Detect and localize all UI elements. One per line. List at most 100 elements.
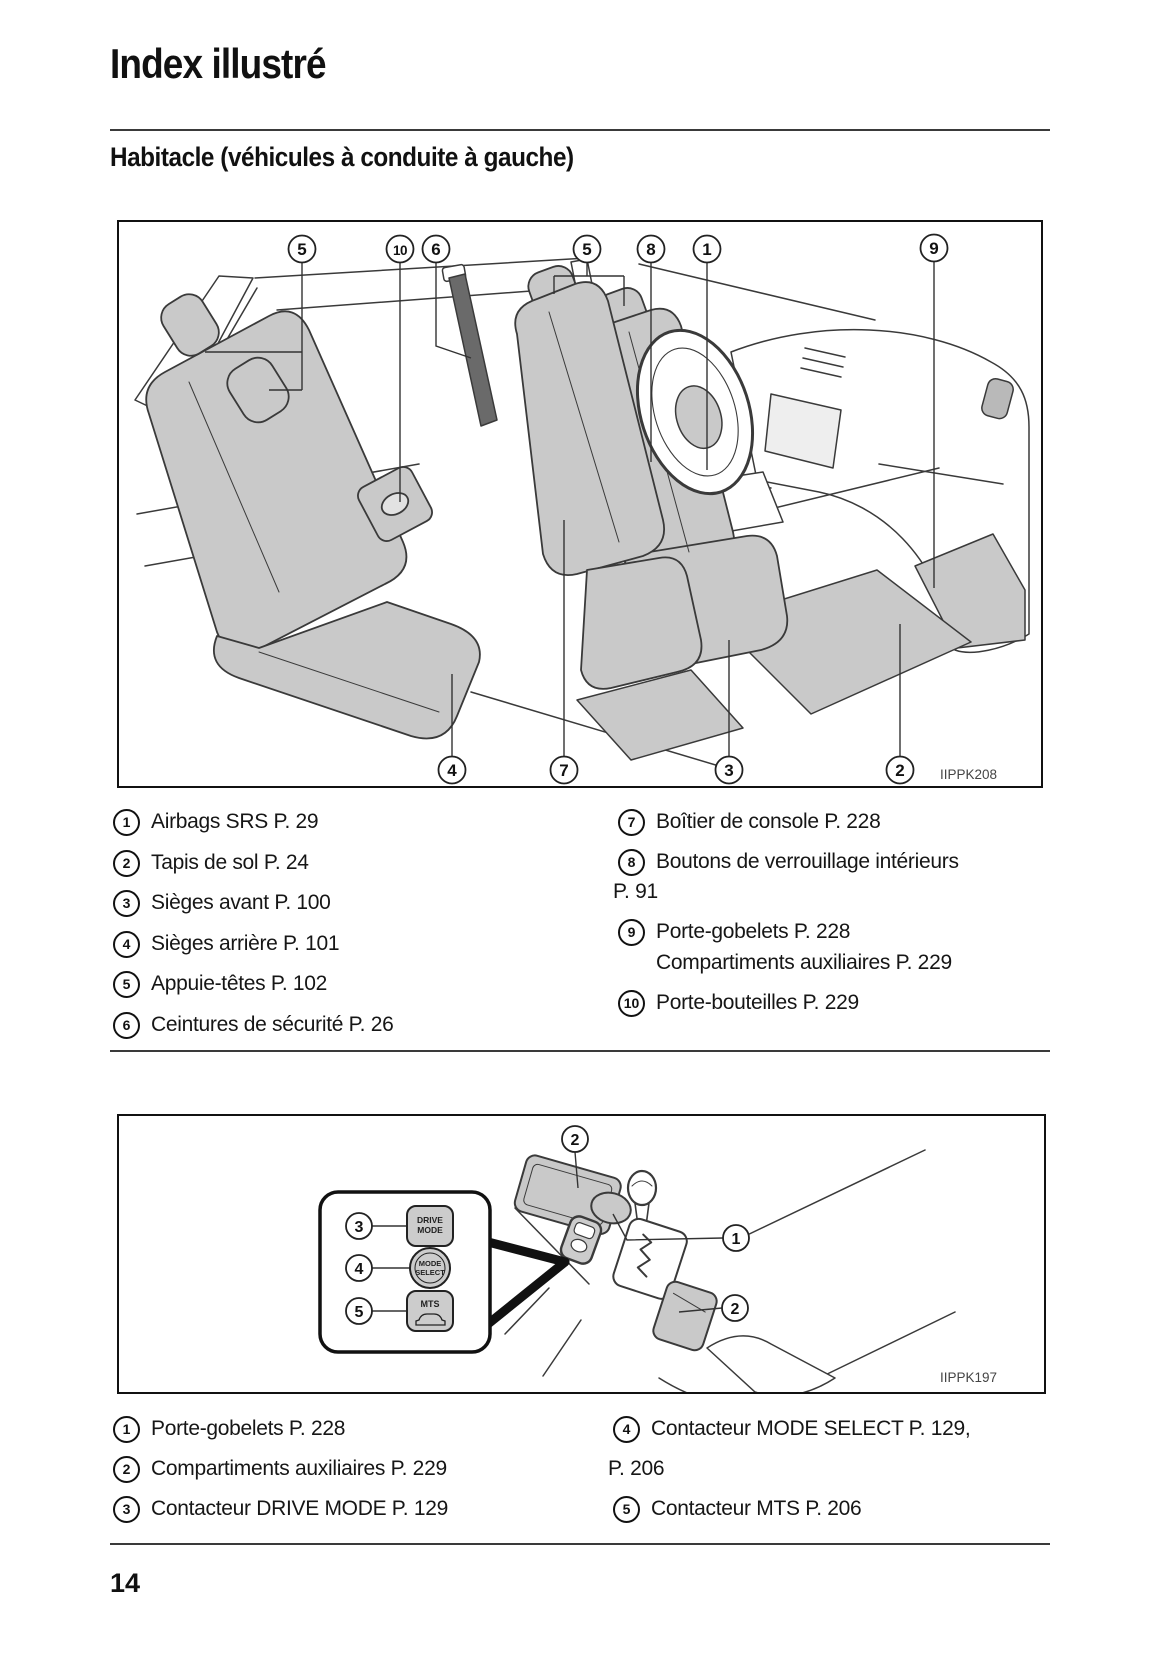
callout-number: 4 [113,930,140,958]
legend-item-mts: 5 Contacteur MTS P. 206 [613,1494,862,1524]
leader-lines [574,1151,724,1313]
legend-text: Ceintures de sécurité P. 26 [151,1013,394,1036]
figure-cabin: 5 10 6 5 8 1 9 4 7 3 2 IIPPK208 [117,220,1043,788]
rear-seats [145,293,481,740]
figure2-callouts [345,1125,750,1325]
page-number: 14 [110,1568,141,1598]
legend-item-sieges-avant: 3 Sièges avant P. 100 [113,888,331,918]
callout-number: 4 [613,1415,640,1443]
legend-text: Tapis de sol P. 24 [151,851,309,874]
legend-text: Porte-gobelets P. 228 [151,1417,346,1440]
callout-9: 9 [929,239,938,258]
legend-text: Contacteur MODE SELECT P. 129, [651,1417,971,1440]
leader-lines [205,262,935,756]
legend-text: Boutons de verrouillage intérieurs [656,850,959,873]
legend-item-porte-gobelets-2: 1 Porte-gobelets P. 228 [113,1414,345,1444]
callout-number: 8 [618,848,645,876]
callout-6: 6 [431,240,440,259]
figure-console: DRIVE MODE MODE SELECT MTS [117,1114,1046,1394]
drive-mode-switch [406,1205,454,1247]
callout-number: 1 [113,808,140,836]
legend-text: Airbags SRS P. 29 [151,810,319,833]
callout-number: 1 [113,1415,140,1443]
callout-5a: 5 [297,240,306,259]
legend-text: Contacteur DRIVE MODE P. 129 [151,1497,449,1520]
console-line-art [504,1149,956,1392]
callout-circle [287,234,317,264]
lower-compartment [652,1280,718,1352]
legend-text: Appuie-têtes P. 102 [151,972,328,995]
callout-7: 7 [559,761,568,780]
legend-item-appuie-tetes: 5 Appuie-têtes P. 102 [113,969,327,999]
callout-number: 2 [113,849,140,877]
section-divider-rule [110,1050,1050,1052]
footer-rule [110,1543,1050,1545]
callout-number: 9 [618,918,645,946]
console-switch [559,1215,603,1265]
mts-switch [406,1290,454,1332]
page-title: Index illustré [110,40,327,87]
legend-item-drive-mode: 3 Contacteur DRIVE MODE P. 129 [113,1494,448,1524]
mode-select-switch [409,1247,451,1289]
mts-label: MTS [421,1299,440,1309]
legend-text-wrap: P. 91 [613,880,658,903]
legend-text: Porte-bouteilles P. 229 [656,991,859,1014]
legend-item-boitier: 7 Boîtier de console P. 228 [618,807,881,837]
console-illustration: DRIVE MODE MODE SELECT MTS [318,1125,997,1392]
callout-3: 3 [724,761,733,780]
legend-item-porte-gobelets: 9 Porte-gobelets P. 228 [618,917,850,947]
callout-2: 2 [895,761,904,780]
figure1-callouts [287,233,949,785]
legend-text: Sièges avant P. 100 [151,891,331,914]
callout-number: 3 [113,1495,140,1523]
cup-holder [590,1191,632,1225]
callout-2-top: 2 [571,1132,580,1149]
callout-2-low: 2 [731,1301,740,1318]
callout-number: 5 [113,970,140,998]
mode-select-label-1: MODE [419,1259,442,1268]
callout-3: 3 [355,1219,364,1236]
console-armrest [706,1335,836,1392]
callout-4: 4 [355,1261,364,1278]
side-vent [981,378,1014,420]
callout-number: 7 [618,808,645,836]
callout-5: 5 [355,1304,364,1321]
callout-number: 5 [613,1495,640,1523]
rear-headrest-left [160,293,220,357]
legend-text: Contacteur MTS P. 206 [651,1497,862,1520]
legend-item-compartiments-2: 2 Compartiments auxiliaires P. 229 [113,1454,447,1484]
legend-item-sieges-arriere: 4 Sièges arrière P. 101 [113,929,340,959]
cabin-illustration: 5 10 6 5 8 1 9 4 7 3 2 IIPPK208 [134,233,1030,785]
callout-number: 2 [113,1455,140,1483]
legend-text: Porte-gobelets P. 228 [656,920,851,943]
steering-wheel [635,328,755,496]
legend-item-airbags: 1 Airbags SRS P. 29 [113,807,319,837]
legend-text-wrap: Compartiments auxiliaires P. 229 [656,951,952,974]
callout-4: 4 [447,761,457,780]
figure2-code: IIPPK197 [940,1370,997,1385]
callout-1: 1 [702,240,711,259]
legend-item-ceintures: 6 Ceintures de sécurité P. 26 [113,1010,394,1040]
figure1-code: IIPPK208 [940,767,997,782]
title-rule [110,129,1050,131]
callout-8: 8 [646,240,655,259]
legend-item-mode-select: 4 Contacteur MODE SELECT P. 129, [613,1414,971,1444]
callout-1: 1 [732,1231,741,1248]
rear-headrest-right [226,356,290,424]
rear-armrest-bottle-holder [357,466,433,542]
legend-text-wrap: P. 206 [608,1457,665,1480]
callout-number: 10 [618,989,645,1017]
steering-airbag [674,385,723,450]
legend-text: Compartiments auxiliaires P. 229 [151,1457,447,1480]
shift-lever [626,1169,658,1227]
callout-10: 10 [393,243,407,258]
floor-mat-rear [576,669,744,761]
legend-item-verrouillage: 8 Boutons de verrouillage intérieurs [618,847,959,877]
front-seat-cushion-left [580,556,703,690]
cabin-line-art [134,257,1030,767]
callout-5b: 5 [582,240,591,259]
mode-select-label-2: SELECT [415,1268,445,1277]
legend-text: Sièges arrière P. 101 [151,932,340,955]
legend-item-tapis: 2 Tapis de sol P. 24 [113,848,309,878]
